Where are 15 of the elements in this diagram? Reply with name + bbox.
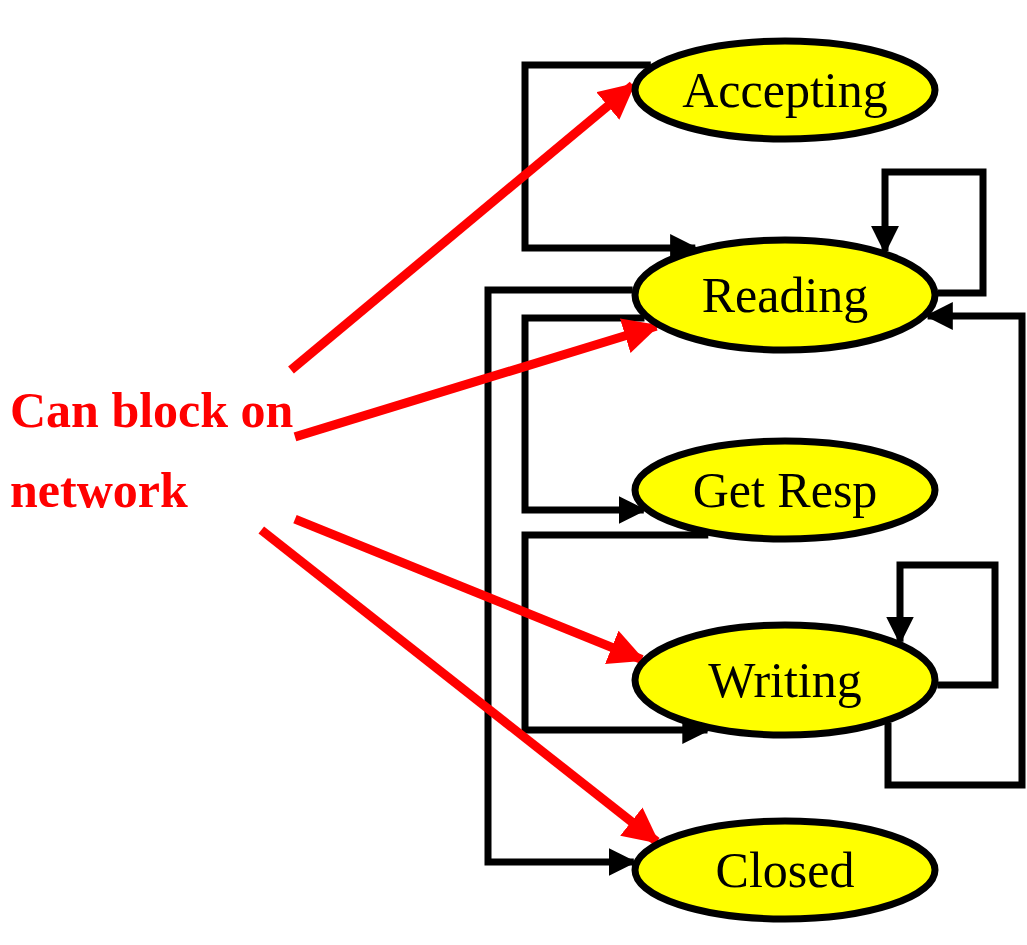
- state-label: Reading: [701, 266, 869, 324]
- arrow: [521, 531, 711, 744]
- arrow: [871, 168, 987, 297]
- state-label: Writing: [708, 651, 862, 709]
- annotation-text: Can block on network: [10, 381, 295, 520]
- arrow: [293, 514, 646, 665]
- state-label: Closed: [715, 841, 855, 899]
- state-label: Get Resp: [692, 461, 878, 519]
- arrow: [886, 561, 999, 689]
- arrow: [484, 286, 637, 876]
- arrow: [884, 302, 1026, 789]
- arrow: [521, 314, 647, 524]
- arrow: [258, 526, 660, 846]
- state-label: Accepting: [682, 61, 888, 119]
- arrow: [293, 318, 660, 442]
